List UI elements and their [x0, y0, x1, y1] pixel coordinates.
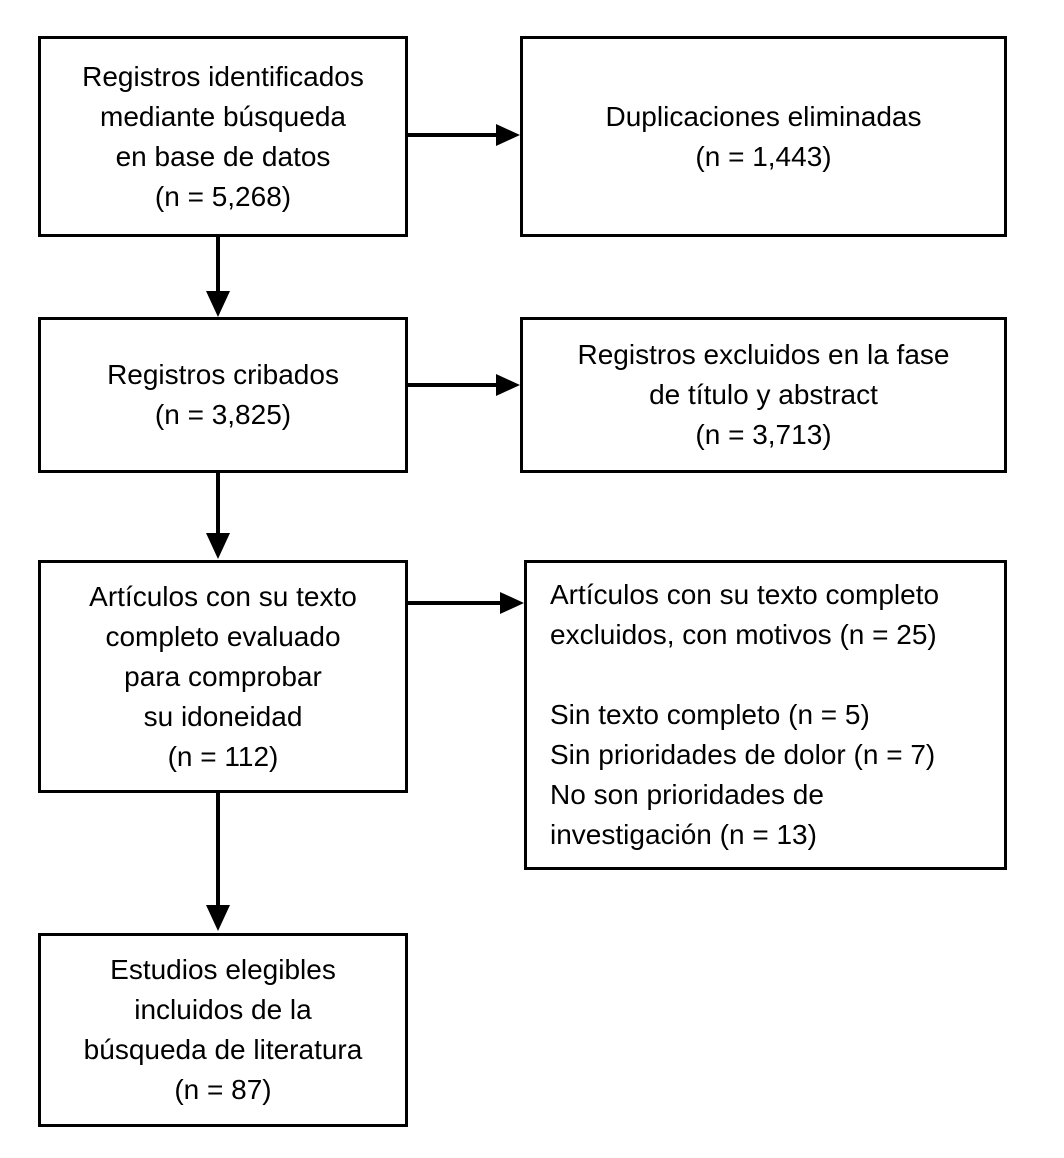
- arrow-line-eligibility-to-excluded: [408, 601, 500, 605]
- box-full-text-excluded-reason-3-line2: investigación (n = 13): [550, 819, 817, 850]
- arrow-line-eligibility-to-included: [216, 793, 220, 906]
- box-records-identified-line2: mediante búsqueda: [100, 100, 346, 132]
- arrowhead-screened-to-eligibility: [206, 533, 230, 559]
- box-studies-included: Estudios elegibles incluidos de la búsqu…: [38, 933, 408, 1127]
- box-records-excluded-line1: Registros excluidos en la fase: [577, 339, 950, 370]
- box-full-text-assessed-line1: Artículos con su texto: [89, 580, 357, 612]
- box-full-text-assessed-count: (n = 112): [167, 740, 279, 772]
- box-records-screened: Registros cribados (n = 3,825): [38, 317, 408, 473]
- box-studies-included-line3: búsqueda de literatura: [83, 1034, 363, 1065]
- arrowhead-eligibility-to-excluded: [500, 592, 524, 614]
- box-records-identified-count: (n = 5,268): [154, 180, 292, 212]
- arrow-line-identification-to-screened: [216, 237, 220, 292]
- box-records-excluded-title-abstract: Registros excluidos en la fase de título…: [520, 317, 1007, 473]
- box-studies-included-line2: incluidos de la: [134, 994, 312, 1025]
- box-duplicates-removed-count: (n = 1,443): [695, 140, 832, 172]
- arrow-line-screened-to-eligibility: [216, 473, 220, 534]
- arrowhead-identification-to-screened: [206, 291, 230, 317]
- arrowhead-eligibility-to-included: [206, 905, 230, 931]
- box-full-text-assessed-line2: completo evaluado: [105, 620, 341, 652]
- box-records-identified: Registros identificados mediante búsqued…: [38, 36, 408, 237]
- box-full-text-assessed-line4: su idoneidad: [143, 700, 303, 732]
- arrowhead-identification-to-duplicates: [496, 124, 520, 146]
- box-full-text-excluded-line2: excluidos, con motivos (n = 25): [550, 619, 937, 650]
- arrow-line-screened-to-excluded: [408, 383, 496, 387]
- box-full-text-excluded-reason-3-line1: No son prioridades de: [550, 779, 824, 810]
- box-records-identified-line3: en base de datos: [115, 140, 331, 172]
- box-records-identified-line1: Registros identificados: [82, 60, 364, 92]
- box-full-text-excluded-line1: Artículos con su texto completo: [550, 579, 940, 610]
- box-duplicates-removed-line1: Duplicaciones eliminadas: [605, 100, 922, 132]
- box-full-text-excluded-reason-2: Sin prioridades de dolor (n = 7): [550, 739, 936, 770]
- box-full-text-excluded: Artículos con su texto completo excluido…: [524, 560, 1007, 870]
- box-full-text-excluded-reason-1: Sin texto completo (n = 5): [550, 699, 870, 730]
- box-records-screened-count: (n = 3,825): [154, 399, 292, 430]
- arrow-line-identification-to-duplicates: [408, 133, 496, 137]
- box-studies-included-count: (n = 87): [174, 1074, 272, 1105]
- box-records-excluded-count: (n = 3,713): [695, 419, 832, 450]
- box-studies-included-line1: Estudios elegibles: [110, 954, 336, 985]
- box-duplicates-removed: Duplicaciones eliminadas (n = 1,443): [520, 36, 1007, 237]
- box-full-text-assessed: Artículos con su texto completo evaluado…: [38, 560, 408, 793]
- box-records-excluded-line2: de título y abstract: [649, 379, 878, 410]
- box-full-text-assessed-line3: para comprobar: [124, 660, 322, 692]
- box-records-screened-line1: Registros cribados: [107, 359, 339, 390]
- arrowhead-screened-to-excluded: [496, 374, 520, 396]
- box-full-text-excluded-spacer: [527, 655, 1004, 695]
